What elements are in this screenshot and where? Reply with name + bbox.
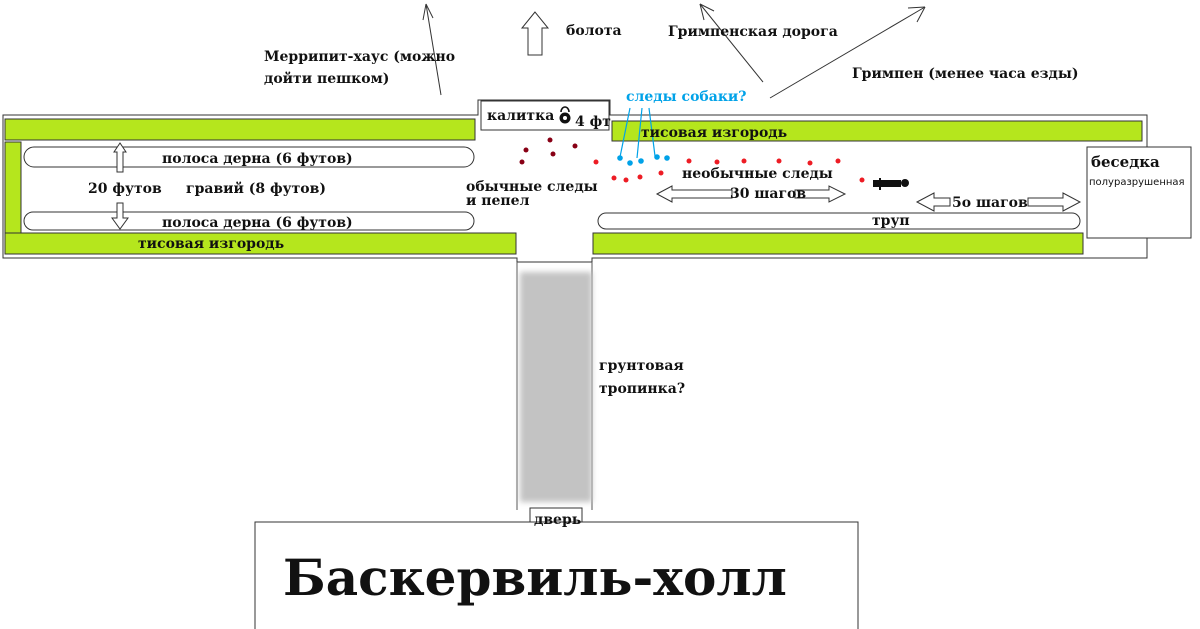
dog-tracks-label: следы собаки? (626, 89, 747, 105)
body-label: труп (872, 213, 910, 229)
gate-label: калитка (487, 108, 554, 124)
dog-track-lines (619, 107, 656, 159)
dog-track-dots (617, 154, 670, 166)
merripit-line2: дойти пешком) (264, 70, 389, 87)
dirt-path-line1: грунтовая (599, 358, 684, 374)
body-icon (873, 178, 909, 190)
turf-strip-right (597, 212, 1081, 230)
yew-hedge-bottom-label: тисовая изгородь (138, 236, 284, 252)
merripit-arrow (422, 3, 442, 96)
width-label: 20 футов (88, 181, 162, 197)
grimpen-road-label: Гримпенская дорога (668, 24, 838, 40)
swamp-arrow (520, 11, 550, 56)
gravel-label: гравий (8 футов) (186, 180, 326, 197)
turf-bottom-label: полоса дерна (6 футов) (162, 215, 353, 231)
yew-hedge-top-label: тисовая изгородь (641, 125, 787, 141)
turf-strip-bottom (23, 211, 475, 231)
normal-tracks-line2: и пепел (466, 193, 530, 209)
thirty-steps-arrow (655, 185, 733, 203)
merripit-line1: Меррипит-хаус (можно (264, 49, 455, 65)
thirty-steps-label: 30 шагов (730, 186, 806, 202)
grimpen-road-arrow (699, 3, 764, 83)
swamps-label: болота (566, 23, 622, 39)
yew-hedge-top-right (611, 120, 1143, 142)
hall-label: Баскервиль-холл (283, 548, 787, 607)
grimpen-label: Гримпен (менее часа езды) (852, 66, 1079, 82)
yew-hedge-bottom-right (592, 232, 1084, 255)
normal-tracks-label: обычные следы и пепел (466, 179, 603, 209)
gate-height-label: 4 фт (575, 114, 611, 130)
width-arrow (111, 142, 129, 230)
turf-top-label: полоса дерна (6 футов) (162, 151, 353, 167)
fifty-steps-arrow (915, 192, 951, 212)
yew-hedge-left-side (4, 141, 22, 237)
grimpen-arrow (769, 6, 926, 99)
dirt-path (520, 272, 592, 502)
yew-hedge-top-left (4, 118, 476, 141)
arbor-box (1086, 146, 1192, 239)
arbor-label: беседка (1091, 153, 1160, 171)
dirt-path-label: грунтовая тропинка? (599, 358, 689, 397)
dirt-path-line2: тропинка? (599, 381, 685, 397)
normal-tracks-line1: обычные следы (466, 179, 598, 195)
unusual-tracks (593, 158, 865, 183)
turf-strip-top (23, 146, 475, 168)
door-label: дверь (534, 512, 581, 528)
fifty-steps-label: 5о шагов (952, 195, 1028, 211)
alley-outline (2, 99, 1148, 263)
yew-hedge-bottom-left (4, 232, 517, 255)
merripit-label: Меррипит-хаус (можно дойти пешком) (264, 49, 460, 87)
hall-box (254, 521, 859, 629)
lock-icon (559, 106, 571, 124)
unusual-tracks-label: необычные следы (682, 166, 833, 182)
normal-tracks (519, 137, 578, 165)
arbor-state-label: полуразрушенная (1089, 177, 1185, 188)
gate-box (480, 100, 610, 131)
